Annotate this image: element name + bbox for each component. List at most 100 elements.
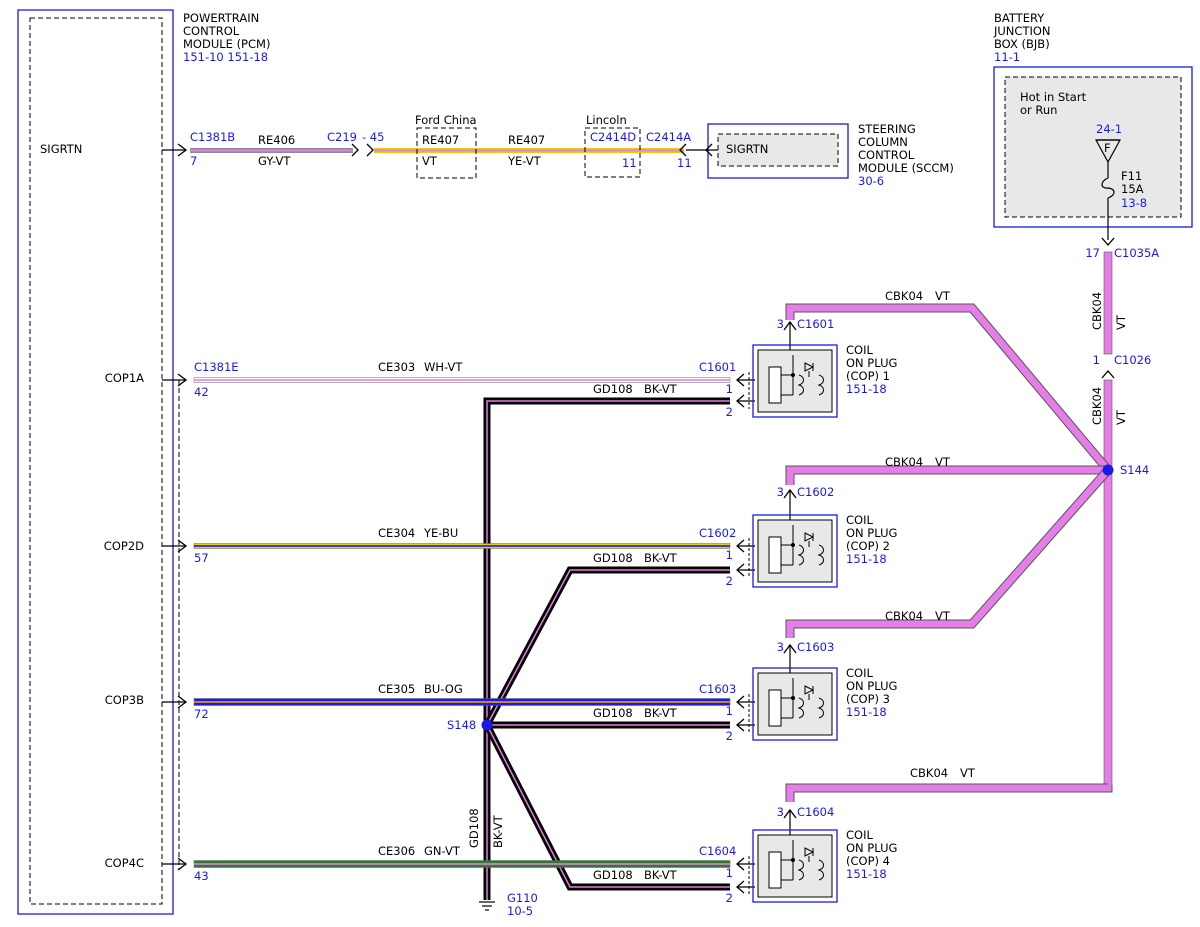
cop3-name-1: COIL (846, 666, 873, 680)
cop3-name-3: (COP) 3 (846, 692, 890, 706)
pcm-inner-outline (29, 17, 163, 905)
cop3-circuit-label: CE305 (378, 682, 415, 696)
sccm-pin: SIGRTN (726, 142, 768, 156)
cop1-ref: 151-18 (846, 382, 887, 396)
cop2-pin2: 2 (726, 574, 733, 588)
cop2-circuit-label: CE304 (378, 526, 415, 540)
cop3-node-icon (791, 696, 795, 700)
cop1-module-icon (768, 366, 782, 404)
cop3-gnd-circuit-label: GD108 (593, 706, 633, 720)
bjb-title-3: BOX (BJB) (994, 37, 1050, 51)
cop2-gnd-color-label: BK-VT (644, 551, 678, 565)
cop2-pcm-pin: 57 (194, 551, 209, 565)
cop1-name-1: COIL (846, 343, 873, 357)
cop4-name-2: ON PLUG (846, 841, 897, 855)
cop1-diode-icon (804, 362, 815, 372)
g110-label: G110 (507, 891, 538, 905)
cop3-pwr-color-label: VT (935, 609, 951, 623)
cop3-pwr-circuit-label: CBK04 (885, 609, 923, 623)
sccm-title-2: COLUMN (858, 135, 908, 149)
bjb-hot-1: Hot in Start (1020, 90, 1087, 104)
pcm-pin-sigrtn: SIGRTN (40, 142, 82, 156)
cbk04-branch-3 (786, 467, 1111, 638)
cbk04-label-lower: CBK04 (1090, 387, 1104, 425)
cop2-pwr-circuit-label: CBK04 (885, 455, 923, 469)
cbk04-branch-2 (786, 466, 1108, 485)
lincoln-label: Lincoln (586, 113, 627, 127)
cop3-color-label: BU-OG (424, 682, 463, 696)
cbk04-branch-1-outline (785, 303, 1112, 473)
cop2-pin3-connector: C1602 (797, 485, 834, 499)
cop4-coil-icon (808, 856, 824, 881)
cop2-coil-icon (808, 541, 824, 566)
cop2-name-3: (COP) 2 (846, 539, 890, 553)
cop3-signal-stripe (194, 701, 730, 703)
cop4-gnd-color-label: BK-VT (644, 868, 678, 882)
cop1-pcm-pin: 42 (194, 385, 209, 399)
cop2-diode-icon (804, 532, 815, 542)
pcm-outline (17, 9, 174, 915)
re407-label: RE407 (508, 133, 545, 147)
cop4-diode-icon (804, 847, 815, 857)
cop3-pin1: 1 (726, 704, 733, 718)
cop1-pin3-connector: C1601 (797, 317, 834, 331)
cop3-pin3: 3 (777, 640, 784, 654)
cop3-coil-icon (808, 694, 824, 719)
bjb-title-2: JUNCTION (993, 24, 1051, 38)
cop4-pin2: 2 (726, 891, 733, 905)
cop4-node-icon (791, 858, 795, 862)
cop1-pcm-connector: C1381E (194, 360, 239, 374)
c219-pin: - 45 (362, 130, 384, 144)
cop4-pwr-color-label: VT (960, 766, 976, 780)
cop1-pwr-color-label: VT (935, 289, 951, 303)
bjb-hot-2: or Run (1020, 103, 1057, 117)
pcm-module: POWERTRAIN CONTROL MODULE (PCM) 151-10 1… (17, 9, 270, 915)
bjb-outline (993, 66, 1193, 228)
cop1-color-label: WH-VT (424, 360, 463, 374)
cop1-outline (752, 344, 838, 418)
bjb-module: BATTERY JUNCTION BOX (BJB) 11-1 Hot in S… (993, 11, 1193, 240)
cop1-pin2: 2 (726, 405, 733, 419)
pcm-pin-cop4c: COP4C (105, 856, 144, 870)
cop4-pcm-pin: 43 (194, 869, 209, 883)
vt-label-upper: VT (1114, 314, 1128, 330)
cop4-gnd-circuit-label: GD108 (593, 868, 633, 882)
bjb-ref: 11-1 (994, 50, 1020, 64)
cop4-pcm-arrow-icon (177, 857, 188, 871)
cop2-name-2: ON PLUG (846, 526, 897, 540)
lincoln-box (584, 127, 641, 178)
cop1-primary-coil-icon (797, 374, 804, 396)
pcm-pin-cop1a: COP1A (105, 371, 144, 385)
cop4-name-1: COIL (846, 828, 873, 842)
yevt-label: YE-VT (507, 154, 542, 168)
cop3-gnd-color-label: BK-VT (644, 706, 678, 720)
c2414a-pin: 11 (677, 156, 692, 170)
cop3-module-icon (768, 689, 782, 727)
pcm-refs: 151-10 151-18 (183, 50, 268, 64)
s148-label: S148 (447, 718, 476, 732)
cop1-gnd-color-label: BK-VT (644, 382, 678, 396)
re407-box-label: RE407 (422, 133, 459, 147)
fuse-page: 13-8 (1121, 196, 1147, 210)
sccm-title-4: MODULE (SCCM) (858, 161, 954, 175)
cop1-pcm-arrow-icon (177, 373, 188, 387)
cop4-ref: 151-18 (846, 867, 887, 881)
cop4-name-3: (COP) 4 (846, 854, 890, 868)
cop1-pwr-circuit-label: CBK04 (885, 289, 923, 303)
s148-splice (481, 719, 493, 731)
cop3-pcm-pin: 72 (194, 707, 209, 721)
cop1-signal-stripe (194, 379, 730, 381)
fuse-symbol-letter: F (1104, 141, 1111, 155)
cop3-diode-icon (804, 685, 815, 695)
c2414d-label: C2414D (590, 130, 636, 144)
cop3-pcm-arrow-icon (177, 695, 188, 709)
cop2-signal-stripe (194, 545, 730, 547)
cop4-pin3-connector: C1604 (797, 805, 834, 819)
bjb-inner (1004, 76, 1182, 218)
gyvt-label: GY-VT (258, 154, 291, 168)
s144-label: S144 (1120, 463, 1149, 477)
fuse-icon (1101, 177, 1115, 199)
sccm-arrow-icon (705, 143, 713, 157)
cop2-primary-coil-icon (797, 544, 804, 566)
